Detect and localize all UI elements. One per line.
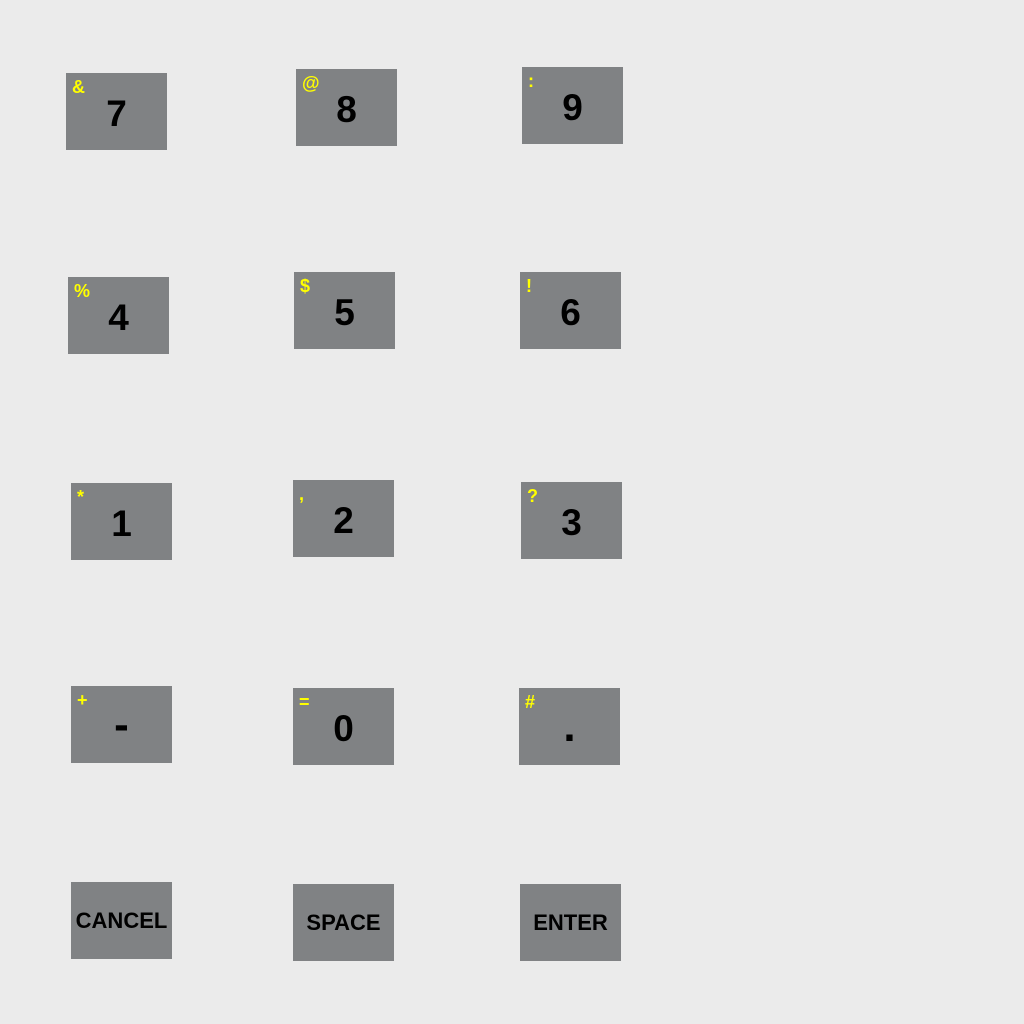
key-8[interactable]: @ 8 [296, 69, 397, 146]
key-minus-alt-symbol: + [77, 690, 88, 710]
key-decimal-alt-symbol: # [525, 692, 536, 712]
key-0[interactable]: = 0 [293, 688, 394, 765]
key-minus-label: - [114, 699, 129, 749]
space-button-label: SPACE [306, 909, 381, 935]
key-2-alt-symbol: , [299, 484, 305, 504]
key-0-label: 0 [333, 708, 354, 749]
key-6[interactable]: ! 6 [520, 272, 621, 349]
key-2[interactable]: , 2 [293, 480, 394, 557]
key-9[interactable]: : 9 [522, 67, 623, 144]
key-5[interactable]: $ 5 [294, 272, 395, 349]
key-8-alt-symbol: @ [302, 73, 320, 93]
key-1-label: 1 [111, 503, 132, 544]
key-6-alt-symbol: ! [526, 276, 532, 296]
key-5-alt-symbol: $ [300, 276, 311, 296]
key-5-label: 5 [334, 292, 355, 333]
enter-button[interactable]: ENTER [520, 884, 621, 961]
key-minus[interactable]: + - [71, 686, 172, 763]
key-4-alt-symbol: % [74, 281, 91, 301]
key-1-alt-symbol: * [77, 487, 85, 507]
key-3-label: 3 [561, 502, 582, 543]
key-decimal-point[interactable]: # . [519, 688, 620, 765]
key-1[interactable]: * 1 [71, 483, 172, 560]
key-7-label: 7 [106, 93, 127, 134]
key-3[interactable]: ? 3 [521, 482, 622, 559]
space-button[interactable]: SPACE [293, 884, 394, 961]
cancel-button[interactable]: CANCEL [71, 882, 172, 959]
key-6-label: 6 [560, 292, 581, 333]
key-4[interactable]: % 4 [68, 277, 169, 354]
key-8-label: 8 [336, 89, 357, 130]
key-3-alt-symbol: ? [527, 486, 538, 506]
enter-button-label: ENTER [533, 909, 608, 935]
key-decimal-label: . [563, 701, 576, 751]
key-0-alt-symbol: = [299, 692, 310, 712]
cancel-button-label: CANCEL [75, 907, 168, 933]
key-7-alt-symbol: & [72, 77, 85, 97]
key-9-alt-symbol: : [528, 71, 534, 91]
key-9-label: 9 [562, 87, 583, 128]
key-2-label: 2 [333, 500, 354, 541]
key-7[interactable]: & 7 [66, 73, 167, 150]
key-4-label: 4 [108, 297, 129, 338]
